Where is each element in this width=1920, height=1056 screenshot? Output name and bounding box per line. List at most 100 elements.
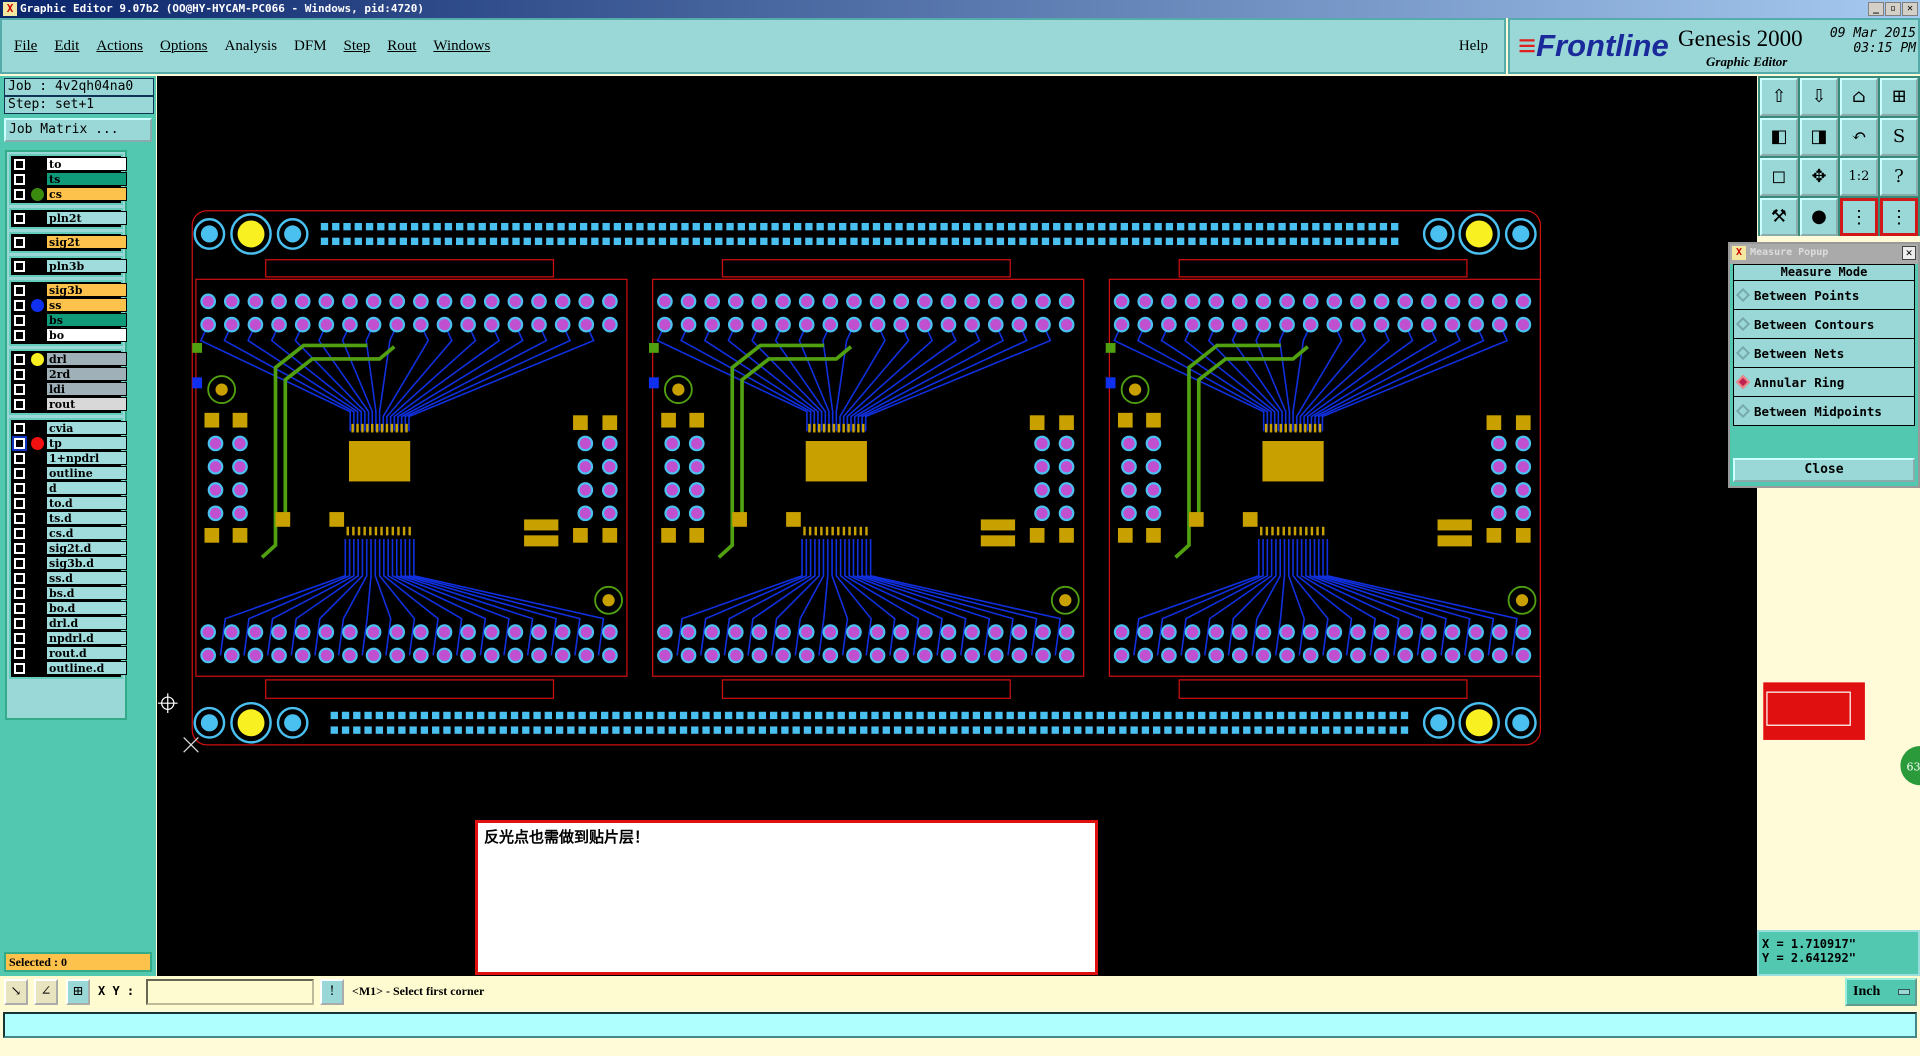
layer-checkbox[interactable] [14, 648, 25, 659]
select-arrow-icon[interactable]: ↘ [4, 979, 28, 1005]
measure-option[interactable]: Between Nets [1733, 339, 1915, 368]
layer-name[interactable]: to [46, 157, 127, 171]
layer-row[interactable]: pln2t [11, 211, 127, 226]
radio-icon[interactable] [1735, 287, 1751, 303]
layer-row[interactable]: bs.d [11, 586, 127, 601]
layer-row[interactable]: cs [11, 187, 127, 202]
close-window-button[interactable]: ✕ [1902, 2, 1918, 16]
layer-checkbox[interactable] [14, 213, 25, 224]
layer-checkbox[interactable] [12, 436, 27, 451]
net-edit-icon[interactable]: ⋮ [1880, 198, 1918, 236]
units-select[interactable]: Inch [1845, 978, 1917, 1006]
layer-checkbox[interactable] [14, 483, 25, 494]
layer-checkbox[interactable] [14, 285, 25, 296]
home-icon[interactable]: ⌂ [1840, 78, 1878, 116]
layer-checkbox[interactable] [14, 315, 25, 326]
layer-checkbox[interactable] [14, 528, 25, 539]
angle-icon[interactable]: ∠ [34, 979, 58, 1005]
layer-name[interactable]: to.d [46, 496, 127, 510]
layer-checkbox[interactable] [14, 603, 25, 614]
layer-name[interactable]: drl.d [46, 616, 127, 630]
layer-name[interactable]: cvia [46, 421, 127, 435]
layer-row[interactable]: bo [11, 328, 127, 343]
menu-rout[interactable]: Rout [387, 37, 417, 54]
layer-row[interactable]: drl [11, 352, 127, 367]
layer-checkbox[interactable] [14, 261, 25, 272]
layer-row[interactable]: npdrl.d [11, 631, 127, 646]
layer-row[interactable]: sig3b.d [11, 556, 127, 571]
measure-option[interactable]: Annular Ring [1733, 368, 1915, 397]
layer-checkbox[interactable] [14, 558, 25, 569]
layer-name[interactable]: sig2t [46, 235, 127, 249]
layer-row[interactable]: ts [11, 172, 127, 187]
layer-row[interactable]: sig2t.d [11, 541, 127, 556]
layer-row[interactable]: ss.d [11, 571, 127, 586]
layer-checkbox[interactable] [14, 513, 25, 524]
layer-row[interactable]: ts.d [11, 511, 127, 526]
layer-name[interactable]: sig3b.d [46, 556, 127, 570]
layer-row[interactable]: rout.d [11, 646, 127, 661]
center-icon[interactable]: ✥ [1800, 158, 1838, 196]
layer-checkbox[interactable] [14, 633, 25, 644]
radio-icon[interactable] [1735, 345, 1751, 361]
scale-icon[interactable]: 1:2 [1840, 158, 1878, 196]
layer-row[interactable]: 2rd [11, 367, 127, 382]
layer-checkbox[interactable] [14, 453, 25, 464]
layer-name[interactable]: rout [46, 397, 127, 411]
layer-color-dot[interactable] [31, 437, 44, 450]
menu-step[interactable]: Step [343, 37, 371, 54]
layer-color-dot[interactable] [31, 299, 44, 312]
layer-name[interactable]: pln2t [46, 211, 127, 225]
job-matrix-button[interactable]: Job Matrix ... [4, 118, 152, 142]
menu-options[interactable]: Options [160, 37, 208, 54]
layer-name[interactable]: sig3b [46, 283, 127, 297]
layer-row[interactable]: 1+npdrl [11, 451, 127, 466]
menu-file[interactable]: File [14, 37, 38, 54]
maximize-button[interactable]: ▫ [1885, 2, 1901, 16]
layer-name[interactable]: ts.d [46, 511, 127, 525]
layer-checkbox[interactable] [14, 330, 25, 341]
layer-checkbox[interactable] [14, 468, 25, 479]
layer-name[interactable]: ts [46, 172, 127, 186]
menu-dfm[interactable]: DFM [294, 37, 327, 54]
layer-name[interactable]: outline.d [46, 661, 127, 675]
pan-left-icon[interactable]: ◧ [1760, 118, 1798, 156]
layer-name[interactable]: npdrl.d [46, 631, 127, 645]
net-icon[interactable]: ⋮ [1840, 198, 1878, 236]
layer-name[interactable]: tp [46, 436, 127, 450]
menu-analysis[interactable]: Analysis [224, 37, 278, 54]
layer-checkbox[interactable] [14, 573, 25, 584]
layer-row[interactable]: sig2t [11, 235, 127, 250]
measure-option[interactable]: Between Contours [1733, 310, 1915, 339]
layer-name[interactable]: cs.d [46, 526, 127, 540]
help-icon[interactable]: ? [1880, 158, 1918, 196]
layer-name[interactable]: ss [46, 298, 127, 312]
radio-icon[interactable] [1735, 316, 1751, 332]
layer-checkbox[interactable] [14, 369, 25, 380]
window-grid-icon[interactable]: ⊞ [1880, 78, 1918, 116]
layer-name[interactable]: bo [46, 328, 127, 342]
layer-checkbox[interactable] [14, 354, 25, 365]
layer-row[interactable]: sig3b [11, 283, 127, 298]
menu-help[interactable]: Help [1458, 38, 1488, 54]
layer-name[interactable]: bs.d [46, 586, 127, 600]
redraw-icon[interactable]: S [1880, 118, 1918, 156]
layer-name[interactable]: 1+npdrl [46, 451, 127, 465]
layer-name[interactable]: sig2t.d [46, 541, 127, 555]
minimize-button[interactable]: _ [1868, 2, 1884, 16]
layer-row[interactable]: rout [11, 397, 127, 412]
menu-actions[interactable]: Actions [96, 37, 144, 54]
layer-row[interactable]: drl.d [11, 616, 127, 631]
layer-name[interactable]: drl [46, 352, 127, 366]
command-line[interactable] [3, 1012, 1917, 1038]
layer-checkbox[interactable] [14, 423, 25, 434]
popup-close-icon[interactable]: ✕ [1902, 246, 1916, 260]
layer-row[interactable]: cvia [11, 421, 127, 436]
layer-name[interactable]: outline [46, 466, 127, 480]
layer-name[interactable]: bs [46, 313, 127, 327]
layer-checkbox[interactable] [14, 543, 25, 554]
layer-checkbox[interactable] [14, 159, 25, 170]
radio-icon[interactable] [1735, 403, 1751, 419]
zoom-out-icon[interactable]: ⇩ [1800, 78, 1838, 116]
